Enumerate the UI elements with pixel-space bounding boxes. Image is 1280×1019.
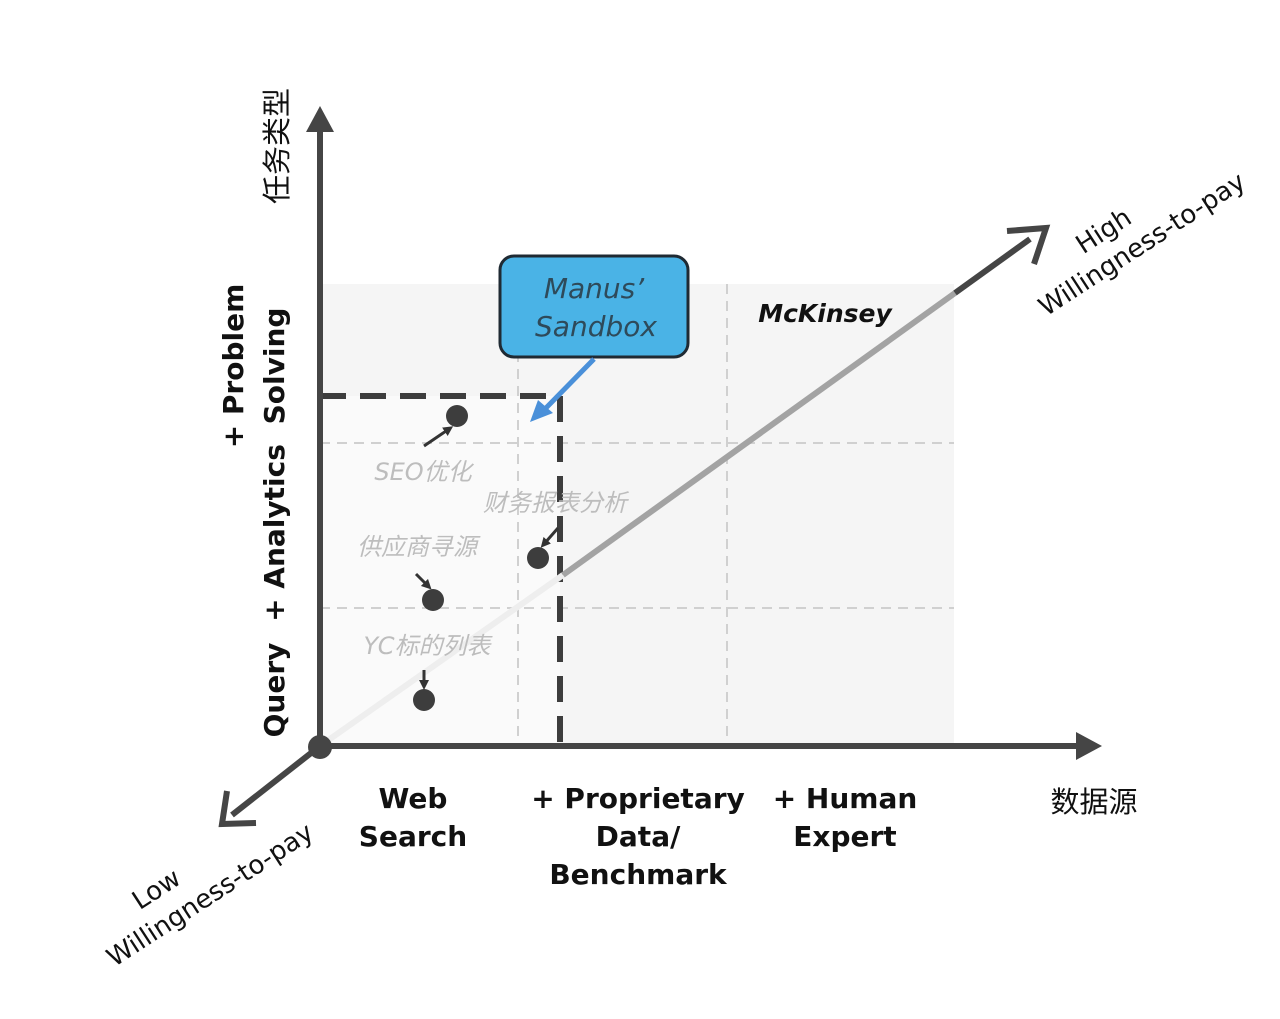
task-supply: 供应商寻源 xyxy=(357,533,481,611)
col-label-human-line1: + Human xyxy=(773,782,918,815)
row-label-problem-line1: + Problem xyxy=(217,284,250,449)
task-dot xyxy=(446,405,468,427)
sandbox-boundary xyxy=(320,393,563,746)
row-label-problem-line2: Solving xyxy=(258,308,291,425)
diagonal-segment-light xyxy=(318,572,565,749)
diagonal-segment-dark xyxy=(953,236,1032,296)
diagonal-segment-mid xyxy=(561,290,957,578)
task-dot xyxy=(527,547,549,569)
task-yc: YC标的列表 xyxy=(364,632,494,711)
task-dot xyxy=(422,589,444,611)
task-dot xyxy=(413,689,435,711)
callout-line1: Manus’ xyxy=(544,272,645,305)
callout-box xyxy=(498,254,690,359)
task-label-finance: 财务报表分析 xyxy=(483,489,630,517)
x-axis-arrowhead xyxy=(1076,732,1102,760)
diagonal-axis xyxy=(218,224,1051,828)
task-label-supply: 供应商寻源 xyxy=(357,533,481,561)
col-label-proprietary-line2: Data/ xyxy=(596,820,681,853)
mckinsey-label: McKinsey xyxy=(758,299,893,328)
origin-dot xyxy=(308,735,332,759)
row-label-query: Query xyxy=(258,643,291,738)
diag-high-label-line2: Willingness-to-pay xyxy=(1034,167,1251,323)
task-seo: SEO优化 xyxy=(374,405,475,486)
col-label-web-line2: Search xyxy=(359,820,467,853)
y-axis-arrowhead xyxy=(306,106,334,132)
task-pointer xyxy=(540,527,560,548)
col-label-proprietary-line3: Benchmark xyxy=(549,858,728,891)
callout-pointer-head xyxy=(530,400,553,422)
task-pointer xyxy=(423,426,454,448)
callout-line2: Sandbox xyxy=(535,310,657,343)
row-label-analytics: + Analytics xyxy=(258,444,291,622)
col-label-web-line1: Web xyxy=(379,782,448,815)
task-finance: 财务报表分析 xyxy=(483,489,630,569)
main-axes xyxy=(306,106,1102,760)
diagonal-low-arrowhead xyxy=(218,790,257,828)
task-pointer xyxy=(414,572,432,590)
x-axis-title: 数据源 xyxy=(1050,785,1137,819)
sandbox-region xyxy=(320,396,560,746)
y-axis-title: 任务类型 xyxy=(260,88,294,204)
col-label-proprietary-line1: + Proprietary xyxy=(531,782,745,815)
callout-pointer xyxy=(542,357,596,412)
task-label-seo: SEO优化 xyxy=(374,458,474,486)
sandbox-callout: Manus’ Sandbox xyxy=(498,254,690,422)
task-label-yc: YC标的列表 xyxy=(364,632,494,660)
diagonal-low-line xyxy=(230,743,322,818)
diagonal-high-arrowhead xyxy=(1006,224,1051,265)
col-label-human-line2: Expert xyxy=(793,820,896,853)
